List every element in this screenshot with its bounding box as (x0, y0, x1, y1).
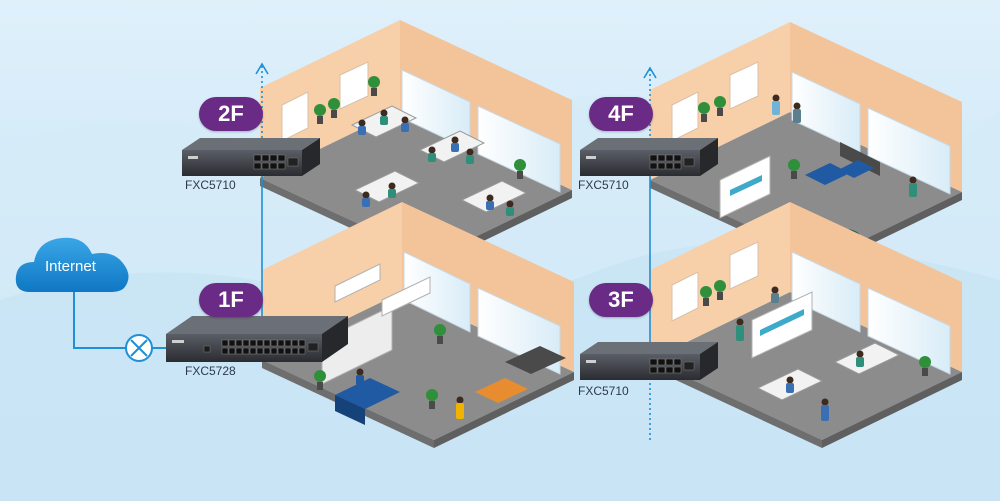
switch-model-1f: FXC5728 (185, 364, 236, 378)
room-3f (650, 202, 962, 448)
link-internet-router (73, 292, 126, 349)
floor-badge-2f: 2F (199, 97, 263, 131)
router-icon (125, 334, 153, 362)
switch-2f (182, 138, 320, 176)
arrow-up-icon (255, 62, 269, 75)
room-4f (650, 22, 962, 268)
internet-cloud-icon (15, 237, 129, 292)
switch-model-4f: FXC5710 (578, 178, 629, 192)
floor-badge-1f: 1F (199, 283, 263, 317)
switch-3f (580, 342, 718, 380)
switch-1f (166, 316, 348, 362)
switch-model-2f: FXC5710 (185, 178, 236, 192)
network-links (73, 62, 657, 440)
arrow-up-icon (643, 66, 657, 79)
switch-model-3f: FXC5710 (578, 384, 629, 398)
switch-4f (580, 138, 718, 176)
internet-label: Internet (45, 258, 96, 275)
floor-badge-4f: 4F (589, 97, 653, 131)
floor-badge-3f: 3F (589, 283, 653, 317)
